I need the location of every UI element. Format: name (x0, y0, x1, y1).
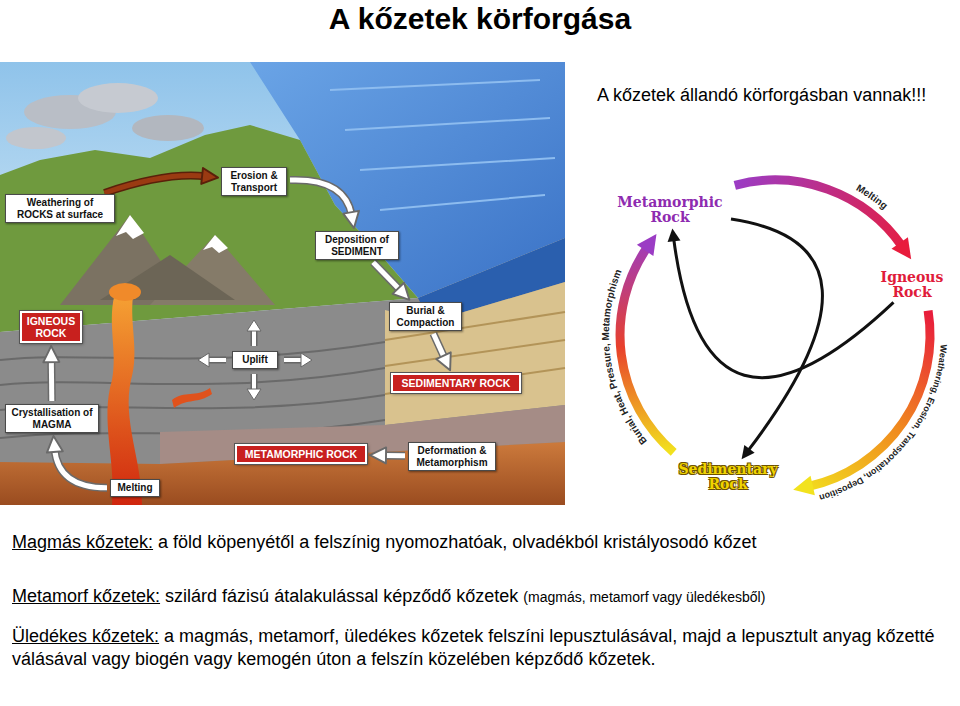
process-arrow-outline (383, 451, 405, 459)
cycle-arc (735, 180, 902, 246)
cycle-rock-label: Sedimentary Rock (673, 462, 783, 493)
cycle-arc (809, 311, 930, 487)
node-text: Sedimentary Rock (673, 462, 783, 493)
side-note: A kőzetek állandó körforgásban vannak!!! (597, 84, 955, 106)
edge-connector (433, 334, 444, 359)
node-text: SEDIMENTARY ROCK (396, 377, 516, 389)
process-box: Deposition of SEDIMENT (315, 231, 399, 260)
node-text: Deformation & Metamorphism (412, 445, 492, 468)
definition-paragraph: Metamorf kőzetek:szilárd fázisú átalakul… (12, 585, 954, 609)
definition-note: (magmás, metamorf vagy üledékesből) (523, 589, 765, 605)
cloud (132, 115, 204, 141)
mantle (0, 442, 565, 505)
node-text: IGNEOUS ROCK (25, 315, 77, 339)
definition-paragraph: Magmás kőzetek:a föld köpenyétől a felsz… (12, 531, 954, 554)
node-text: METAMORPHIC ROCK (240, 448, 362, 460)
edge-connector (290, 180, 352, 215)
snow-cap (116, 215, 144, 239)
rock-layers (0, 342, 385, 438)
uplift-arrow-shafts (208, 330, 302, 390)
process-arrow (55, 449, 107, 488)
edge-connector: Burial, Heat, Pressure, Metamorphism (600, 247, 674, 452)
term-label: Magmás kőzetek: (12, 532, 153, 552)
uplift-arrow-head (247, 320, 261, 331)
node-text: Deposition of SEDIMENT (319, 234, 395, 257)
cycle-rock-label: Igneous Rock (874, 270, 950, 301)
process-arrow (433, 334, 444, 359)
term-label: Metamorf kőzetek: (12, 586, 160, 606)
definitions-block: Magmás kőzetek:a föld köpenyétől a felsz… (12, 531, 954, 671)
uplift-arrow-head (198, 353, 209, 367)
rock-cross-section (0, 238, 565, 505)
node-text: Igneous Rock (874, 270, 950, 301)
process-arrow-outline (105, 176, 206, 193)
wave-lines (330, 80, 555, 210)
mountain (100, 255, 235, 300)
node-text: Uplift (236, 354, 274, 366)
process-box: Uplift (232, 351, 278, 369)
process-box: Burial & Compaction (389, 302, 462, 331)
edge-connector (105, 176, 206, 193)
rock-type-box: IGNEOUS ROCK (20, 311, 82, 343)
process-box: Erosion & Transport (221, 167, 287, 196)
edge-connector (674, 239, 894, 378)
magma-chamber (109, 283, 141, 301)
magma-finger (172, 388, 212, 408)
edge-connector: Melting (735, 180, 902, 246)
edge-connector (51, 359, 53, 401)
cloud (78, 83, 158, 113)
process-arrow (290, 180, 352, 215)
process-arrow-outline (47, 359, 56, 401)
rock-type-box: METAMORPHIC ROCK (235, 444, 367, 464)
cycle-inner-arrow (731, 219, 822, 451)
sediment-layers (385, 282, 565, 425)
uplift-arrow-head (247, 389, 261, 400)
process-arrow-outline (55, 449, 107, 488)
uplift-arrow-shafts (208, 330, 302, 390)
edge-label: Weathering, Erosion, Transportation, Dep… (818, 344, 949, 503)
cycle-inner-arrow (674, 239, 894, 378)
snow-cap (203, 235, 228, 253)
edge-connector (373, 262, 400, 290)
rock-type-box: SEDIMENTARY ROCK (391, 373, 521, 393)
definition-paragraph: Üledékes kőzetek:a magmás, metamorf, üle… (12, 625, 954, 671)
node-text: Melting (114, 482, 156, 494)
land-surface (0, 125, 418, 332)
process-arrow (49, 359, 55, 401)
edge-connector (731, 219, 822, 451)
term-label: Üledékes kőzetek: (12, 626, 159, 646)
process-box: Weathering of ROCKS at surface (5, 194, 115, 223)
node-text: Weathering of ROCKS at surface (9, 197, 111, 220)
node-text: Burial & Compaction (393, 305, 458, 328)
process-box: Crystallisation of MAGMA (5, 404, 99, 433)
cloud (6, 127, 66, 149)
process-arrow-outline (290, 180, 352, 215)
node-text: Metamorphic Rock (612, 195, 728, 226)
edge-label: Burial, Heat, Pressure, Metamorphism (600, 268, 649, 447)
process-arrow (373, 262, 400, 290)
process-arrow-outline (433, 334, 444, 359)
magma-plume (107, 290, 142, 505)
process-box: Deformation & Metamorphism (408, 442, 496, 471)
process-box: Melting (110, 479, 160, 497)
page-title: A kőzetek körforgása (0, 1, 960, 37)
definition-text: szilárd fázisú átalakulással képződő kőz… (165, 586, 518, 606)
cycle-rock-label: Metamorphic Rock (612, 195, 728, 226)
edge-label: Melting (854, 182, 889, 211)
uplift-arrow-head (301, 353, 312, 367)
process-arrow-outline (373, 262, 400, 290)
edge-connector (55, 449, 107, 488)
node-text: Crystallisation of MAGMA (9, 407, 95, 430)
process-arrow (383, 453, 405, 458)
node-text: Erosion & Transport (225, 170, 283, 193)
process-arrow (105, 176, 206, 193)
edge-connector (383, 455, 405, 456)
edge-connector: Weathering, Erosion, Transportation, Dep… (809, 311, 949, 503)
definition-text: a föld köpenyétől a felszínig nyomozható… (158, 532, 756, 552)
